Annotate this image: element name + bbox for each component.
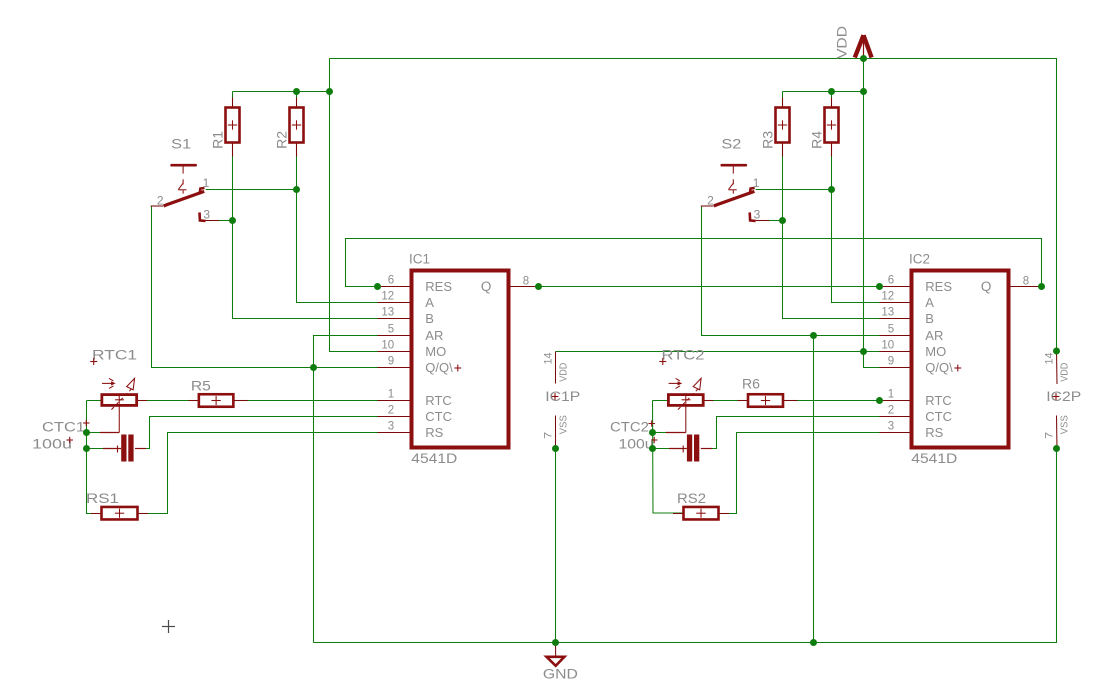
svg-text:CTC: CTC <box>425 409 452 424</box>
svg-text:6: 6 <box>888 275 894 287</box>
svg-text:2: 2 <box>157 194 164 208</box>
svg-text:RTC1: RTC1 <box>92 347 137 362</box>
svg-text:14: 14 <box>542 353 554 365</box>
svg-text:CTC1: CTC1 <box>42 419 85 434</box>
svg-text:2: 2 <box>388 405 394 417</box>
svg-text:CTC2: CTC2 <box>610 419 649 434</box>
svg-text:B: B <box>925 311 934 326</box>
svg-text:IC2P: IC2P <box>1046 389 1081 404</box>
svg-text:4541D: 4541D <box>911 451 957 466</box>
svg-text:A: A <box>925 295 934 310</box>
svg-text:13: 13 <box>381 307 394 319</box>
svg-text:7: 7 <box>542 432 554 439</box>
svg-text:Q: Q <box>481 279 492 294</box>
svg-text:RTC: RTC <box>425 393 451 408</box>
svg-text:3: 3 <box>888 421 894 433</box>
svg-text:VDD: VDD <box>1060 363 1071 382</box>
svg-text:MO: MO <box>925 344 946 359</box>
svg-text:RTC2: RTC2 <box>662 347 705 362</box>
svg-text:B: B <box>425 311 434 326</box>
svg-text:14: 14 <box>1043 353 1055 365</box>
svg-text:R4: R4 <box>810 130 825 149</box>
svg-text:IC1P: IC1P <box>545 389 580 404</box>
svg-text:13: 13 <box>881 307 894 319</box>
svg-text:1: 1 <box>888 389 894 401</box>
svg-text:RES: RES <box>425 279 452 294</box>
svg-text:10: 10 <box>381 340 394 352</box>
svg-text:AR: AR <box>925 328 943 343</box>
svg-text:12: 12 <box>381 291 394 303</box>
svg-text:Q: Q <box>981 279 992 294</box>
svg-text:IC1: IC1 <box>409 251 430 266</box>
svg-text:6: 6 <box>388 275 394 287</box>
svg-text:AR: AR <box>425 328 443 343</box>
svg-text:R6: R6 <box>742 377 760 392</box>
svg-text:3: 3 <box>754 207 761 221</box>
svg-text:RES: RES <box>925 279 952 294</box>
svg-text:1: 1 <box>753 176 760 190</box>
svg-text:IC2: IC2 <box>909 251 930 266</box>
svg-text:12: 12 <box>881 291 894 303</box>
svg-text:4541D: 4541D <box>411 451 457 466</box>
svg-text:5: 5 <box>888 324 894 336</box>
svg-text:3: 3 <box>203 207 210 221</box>
svg-text:100u: 100u <box>619 437 654 452</box>
svg-text:R2: R2 <box>275 131 290 149</box>
svg-text:2: 2 <box>888 405 894 417</box>
svg-text:VSS: VSS <box>559 415 570 434</box>
svg-text:R3: R3 <box>761 131 776 149</box>
svg-text:A: A <box>425 295 434 310</box>
svg-text:8: 8 <box>523 275 529 287</box>
svg-text:R1: R1 <box>211 131 226 149</box>
svg-text:VDD: VDD <box>559 363 570 382</box>
svg-text:2: 2 <box>707 194 714 208</box>
svg-text:RS: RS <box>425 425 443 440</box>
svg-text:3: 3 <box>388 421 394 433</box>
svg-text:RTC: RTC <box>925 393 951 408</box>
svg-text:8: 8 <box>1023 275 1029 287</box>
svg-text:9: 9 <box>888 356 894 368</box>
svg-text:RS: RS <box>925 425 943 440</box>
svg-text:5: 5 <box>388 324 394 336</box>
svg-text:S1: S1 <box>171 137 191 152</box>
svg-text:100u: 100u <box>32 437 72 452</box>
svg-text:S2: S2 <box>721 137 741 152</box>
svg-text:VDD: VDD <box>834 26 849 59</box>
svg-text:1: 1 <box>388 389 394 401</box>
svg-text:RS1: RS1 <box>86 491 119 506</box>
svg-text:1: 1 <box>203 176 210 190</box>
svg-text:CTC: CTC <box>925 409 952 424</box>
svg-text:GND: GND <box>543 667 578 682</box>
svg-text:10: 10 <box>881 340 894 352</box>
svg-text:Q/Q\: Q/Q\ <box>425 360 453 375</box>
svg-text:VSS: VSS <box>1060 415 1071 434</box>
svg-text:Q/Q\: Q/Q\ <box>925 360 953 375</box>
svg-text:R5: R5 <box>191 379 211 394</box>
svg-text:MO: MO <box>425 344 446 359</box>
svg-text:7: 7 <box>1043 432 1055 439</box>
svg-text:9: 9 <box>388 356 394 368</box>
svg-text:RS2: RS2 <box>677 491 706 506</box>
